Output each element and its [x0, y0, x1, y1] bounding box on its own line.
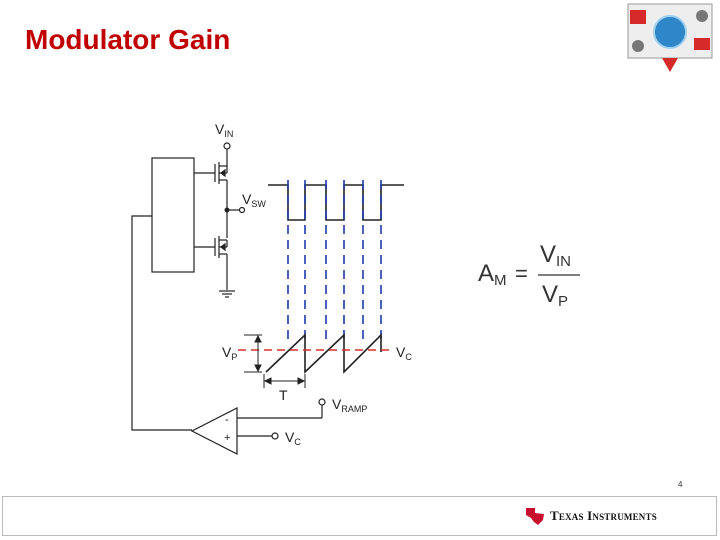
feedback-wire	[131, 215, 192, 431]
slide-title: Modulator Gain	[25, 24, 231, 55]
person-icon	[632, 40, 644, 52]
vp-dimension	[244, 334, 262, 373]
formula-denominator: VP	[542, 281, 568, 310]
label-vsw: VSW	[242, 191, 266, 209]
high-side-mosfet	[194, 162, 228, 184]
footer-bar	[2, 496, 717, 536]
chart-icon	[694, 38, 710, 50]
label-vc-right: VC	[396, 344, 412, 362]
vc-terminal	[271, 432, 279, 440]
label-period: T	[279, 387, 288, 403]
period-dimension	[263, 374, 306, 388]
low-side-mosfet	[194, 236, 228, 258]
vin-terminal	[223, 142, 231, 150]
ramp-waveform	[265, 333, 382, 374]
formula-lhs: AM	[478, 260, 507, 289]
brand-text: Texas Instruments	[550, 508, 657, 523]
formula-numerator: VIN	[540, 241, 571, 270]
calendar-icon	[630, 10, 646, 24]
vramp-terminal	[318, 398, 326, 406]
formula-equals: =	[515, 261, 528, 286]
gain-formula: AM = VIN VP	[478, 241, 580, 310]
blue-dashed-guides	[287, 180, 382, 340]
controller-block	[151, 157, 195, 273]
label-vin: VIN	[215, 121, 233, 139]
page-number: 4	[678, 480, 683, 489]
label-op-minus: -	[225, 414, 229, 426]
label-vramp: VRAMP	[332, 396, 367, 414]
label-op-plus: +	[224, 432, 230, 444]
ti-logo: Texas Instruments	[524, 505, 657, 527]
ground-symbol	[219, 290, 235, 298]
decorative-logo	[622, 2, 718, 74]
texas-map-icon	[526, 508, 544, 525]
person-icon-2	[696, 10, 708, 22]
label-vc-input: VC	[285, 429, 301, 447]
globe-icon	[654, 16, 686, 48]
vsw-waveform	[268, 184, 404, 221]
label-vp: VP	[222, 344, 237, 362]
comparator	[190, 407, 238, 455]
